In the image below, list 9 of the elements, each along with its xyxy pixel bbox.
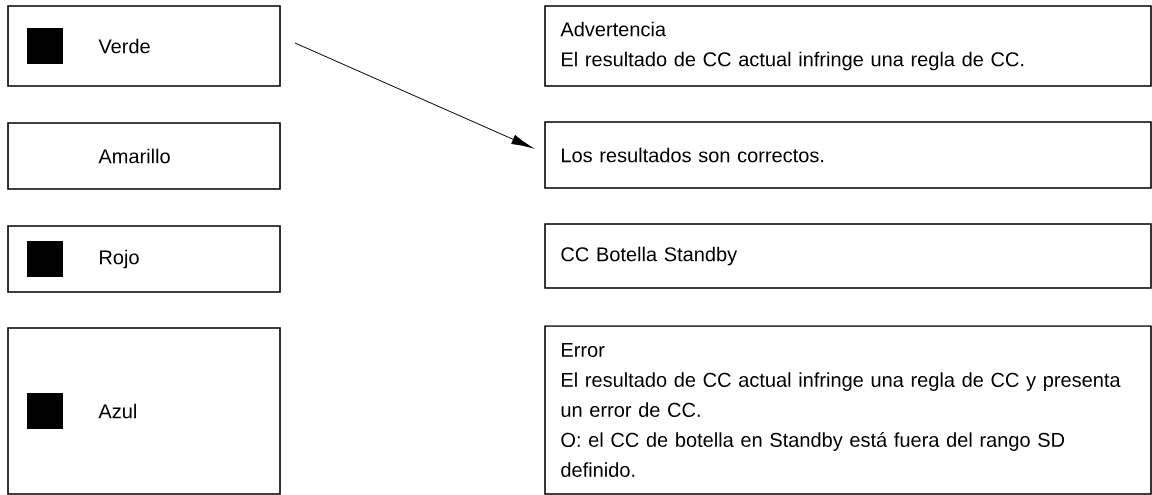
arrow bbox=[294, 42, 533, 149]
message-box: Los resultados son correctos. bbox=[544, 121, 1152, 189]
status-box: Rojo bbox=[7, 225, 281, 293]
status-box: Verde bbox=[7, 5, 281, 87]
status-box: Amarillo bbox=[7, 122, 281, 190]
message-box: Advertencia El resultado de CC actual infringe una regla de CC. bbox=[544, 5, 1152, 87]
message-box: Error El resultado de CC actual infringe una regla de CC y presenta un error de CC. O: el CC de botella en Standby está fuera del rango SD definido. bbox=[544, 325, 1152, 495]
status-box: Azul bbox=[7, 327, 281, 495]
message-box: CC Botella Standby bbox=[544, 223, 1152, 289]
